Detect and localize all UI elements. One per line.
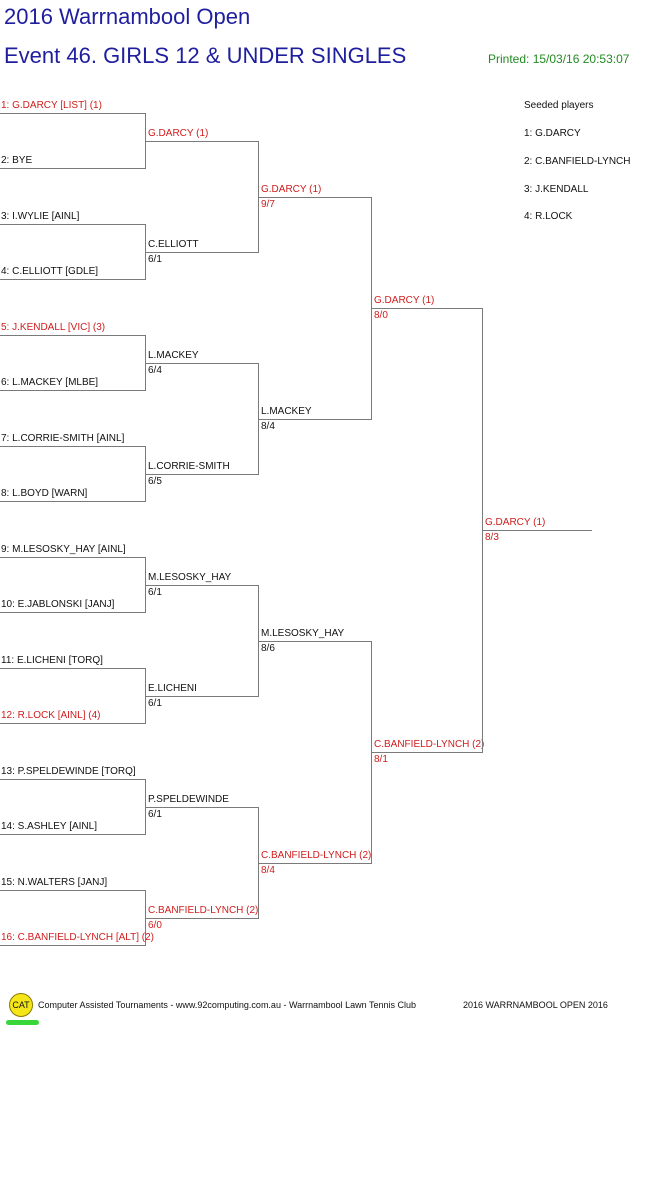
draw-line [0, 668, 145, 669]
seeded-players-heading: Seeded players [524, 100, 594, 111]
draw-line [0, 224, 145, 225]
player-entry: 15: N.WALTERS [JANJ] [1, 877, 108, 888]
draw-line [258, 863, 371, 864]
draw-line [0, 168, 145, 169]
match-score: 8/1 [374, 754, 388, 765]
draw-line [145, 252, 258, 253]
match-score: 6/0 [148, 920, 162, 931]
draw-line [145, 141, 258, 142]
match-winner: G.DARCY (1) [148, 128, 209, 139]
player-entry: 11: E.LICHENI [TORQ] [1, 655, 103, 666]
draw-line [0, 612, 145, 613]
match-winner: G.DARCY (1) [261, 184, 322, 195]
draw-line [0, 945, 145, 946]
draw-line [371, 752, 482, 753]
match-score: 8/3 [485, 532, 499, 543]
draw-line [258, 419, 371, 420]
event-title: Event 46. GIRLS 12 & UNDER SINGLES [4, 43, 407, 68]
draw-line [145, 474, 258, 475]
seeded-player: 1: G.DARCY [524, 128, 581, 139]
player-entry: 1: G.DARCY [LIST] (1) [1, 100, 102, 111]
player-entry: 16: C.BANFIELD-LYNCH [ALT] (2) [1, 932, 154, 943]
match-winner: L.CORRIE-SMITH [148, 461, 230, 472]
seeded-player: 4: R.LOCK [524, 211, 573, 222]
printed-timestamp: Printed: 15/03/16 20:53:07 [488, 52, 630, 66]
draw-line [145, 363, 258, 364]
player-entry: 13: P.SPELDEWINDE [TORQ] [1, 766, 136, 777]
draw-line [0, 335, 145, 336]
match-winner: C.BANFIELD-LYNCH (2) [148, 905, 259, 916]
match-score: 6/1 [148, 698, 162, 709]
player-entry: 2: BYE [1, 155, 33, 166]
match-winner: P.SPELDEWINDE [148, 794, 229, 805]
match-winner: E.LICHENI [148, 683, 197, 694]
player-entry: 8: L.BOYD [WARN] [1, 488, 88, 499]
match-score: 6/1 [148, 809, 162, 820]
match-winner: G.DARCY (1) [485, 517, 546, 528]
match-score: 8/0 [374, 310, 388, 321]
draw-line [0, 723, 145, 724]
match-winner: C.ELLIOTT [148, 239, 199, 250]
draw-line [0, 779, 145, 780]
seeded-player: 3: J.KENDALL [524, 184, 589, 195]
draw-line [145, 696, 258, 697]
draw-line [258, 197, 371, 198]
match-score: 6/4 [148, 365, 162, 376]
cat-logo: CAT [9, 993, 33, 1017]
match-winner: L.MACKEY [261, 406, 312, 417]
match-winner: L.MACKEY [148, 350, 199, 361]
match-winner: C.BANFIELD-LYNCH (2) [261, 850, 372, 861]
footer-credit: Computer Assisted Tournaments - www.92co… [38, 1000, 417, 1010]
match-score: 8/4 [261, 421, 275, 432]
match-winner: M.LESOSKY_HAY [261, 628, 345, 639]
match-winner: M.LESOSKY_HAY [148, 572, 232, 583]
draw-line [145, 918, 258, 919]
draw-line [0, 446, 145, 447]
draw-line [482, 530, 592, 531]
draw-line [371, 308, 482, 309]
player-entry: 6: L.MACKEY [MLBE] [1, 377, 99, 388]
draw-line [258, 641, 371, 642]
player-entry: 10: E.JABLONSKI [JANJ] [1, 599, 115, 610]
draw-line [0, 113, 145, 114]
match-score: 8/6 [261, 643, 275, 654]
player-entry: 12: R.LOCK [AINL] (4) [1, 710, 101, 721]
player-entry: 5: J.KENDALL [VIC] (3) [1, 322, 106, 333]
footer-tournament: 2016 WARRNAMBOOL OPEN 2016 [463, 1000, 608, 1010]
match-winner: C.BANFIELD-LYNCH (2) [374, 739, 485, 750]
match-score: 8/4 [261, 865, 275, 876]
page-title: 2016 Warrnambool Open [4, 4, 251, 29]
match-score: 6/1 [148, 254, 162, 265]
player-entry: 14: S.ASHLEY [AINL] [1, 821, 97, 832]
player-entry: 9: M.LESOSKY_HAY [AINL] [1, 544, 126, 555]
draw-line [145, 807, 258, 808]
draw-line [0, 557, 145, 558]
draw-line [145, 585, 258, 586]
seeded-player: 2: C.BANFIELD-LYNCH [524, 156, 631, 167]
player-entry: 7: L.CORRIE-SMITH [AINL] [1, 433, 125, 444]
draw-line [0, 279, 145, 280]
player-entry: 3: I.WYLIE [AINL] [1, 211, 80, 222]
match-winner: G.DARCY (1) [374, 295, 435, 306]
match-score: 6/5 [148, 476, 162, 487]
draw-line [0, 501, 145, 502]
match-score: 6/1 [148, 587, 162, 598]
draw-line [0, 390, 145, 391]
player-entry: 4: C.ELLIOTT [GDLE] [1, 266, 99, 277]
cat-logo-underline [6, 1020, 39, 1025]
match-score: 9/7 [261, 199, 275, 210]
draw-line [0, 834, 145, 835]
draw-line [0, 890, 145, 891]
